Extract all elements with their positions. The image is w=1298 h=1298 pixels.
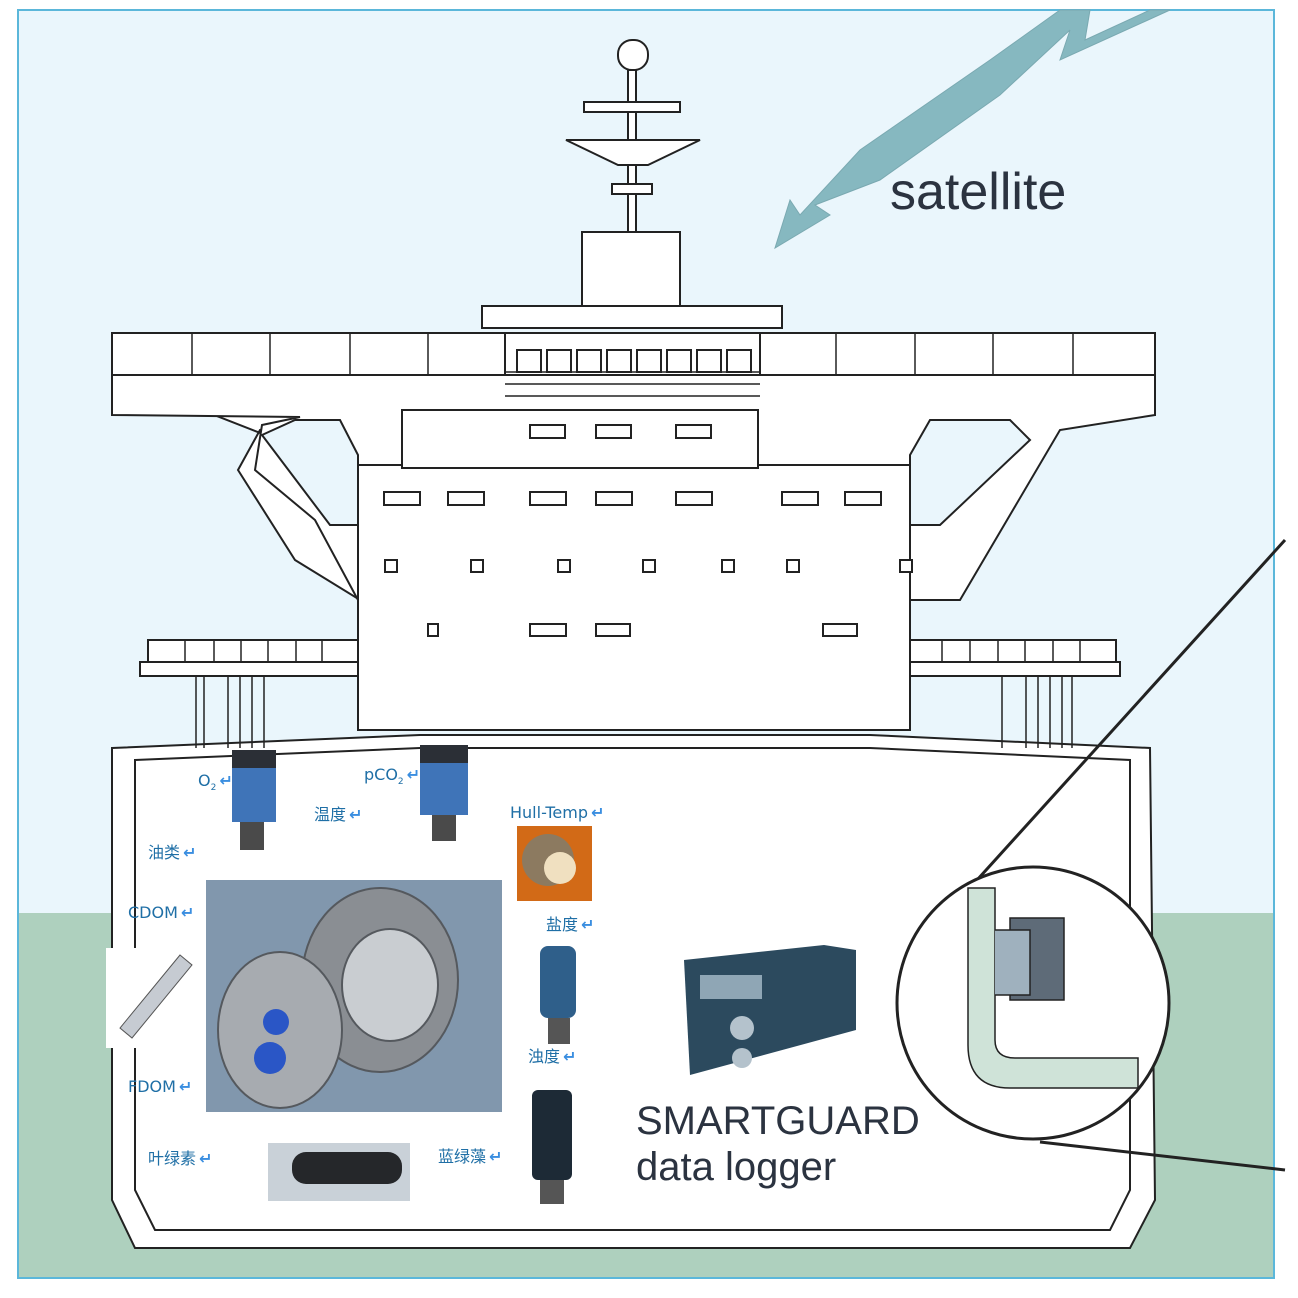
accommodation-block xyxy=(357,464,911,731)
outer-frame xyxy=(17,9,1275,1279)
magnifier-line-bottom xyxy=(1039,1140,1286,1172)
salinity-sensor xyxy=(540,946,576,1044)
return-arrow-icon: ↵ xyxy=(406,765,421,784)
left-platform xyxy=(147,639,359,663)
hull-temp-sensor-photo xyxy=(517,826,592,901)
multiparameter-sonde-render xyxy=(206,880,502,1112)
satellite-signal-arrow xyxy=(774,9,1171,250)
smartguard-logger-label: SMARTGUARD data logger xyxy=(636,1098,920,1190)
label-salinity: 盐度↵ xyxy=(546,915,595,934)
sensor-mount-detail xyxy=(995,929,1031,996)
logger-title: SMARTGUARD xyxy=(636,1099,920,1143)
return-arrow-icon: ↵ xyxy=(178,1077,193,1096)
satellite-label: satellite xyxy=(890,163,1067,221)
magnifier-circle xyxy=(895,865,1171,1141)
label-cdom: CDOM↵ xyxy=(128,903,195,922)
label-pco2: pCO2↵ xyxy=(364,765,421,788)
label-blue-green-algae: 蓝绿藻↵ xyxy=(438,1147,503,1166)
label-turbidity: 浊度↵ xyxy=(528,1047,577,1066)
mast-flag xyxy=(611,183,653,195)
right-platform-base xyxy=(909,661,1121,677)
logger-subtitle: data logger xyxy=(636,1145,837,1189)
magnifier-line-top xyxy=(966,538,1287,892)
return-arrow-icon: ↵ xyxy=(219,771,233,790)
return-arrow-icon: ↵ xyxy=(591,803,605,822)
return-arrow-icon: ↵ xyxy=(581,915,595,934)
left-platform-base xyxy=(139,661,359,677)
label-fdom: FDOM↵ xyxy=(128,1077,193,1096)
label-oil: 油类↵ xyxy=(148,843,197,862)
label-temperature: 温度↵ xyxy=(314,805,363,824)
return-arrow-icon: ↵ xyxy=(489,1147,503,1166)
return-arrow-icon: ↵ xyxy=(199,1149,213,1168)
mast-crossbar xyxy=(583,101,681,113)
bridge-roof xyxy=(481,305,783,329)
return-arrow-icon: ↵ xyxy=(563,1047,577,1066)
blue-green-algae-sensor xyxy=(532,1090,572,1204)
smartguard-logger-device xyxy=(684,945,856,1075)
label-chlorophyll: 叶绿素↵ xyxy=(148,1149,213,1168)
mast-dome xyxy=(617,39,649,71)
o2-sensor xyxy=(232,750,276,850)
pco2-sensor xyxy=(420,745,468,841)
return-arrow-icon: ↵ xyxy=(183,843,197,862)
left-cutout xyxy=(260,419,359,526)
return-arrow-icon: ↵ xyxy=(180,903,195,922)
return-arrow-icon: ↵ xyxy=(349,805,363,824)
mast-radar xyxy=(565,139,701,166)
right-platform xyxy=(909,639,1117,663)
hull-section-detail xyxy=(967,887,1139,1089)
chlorophyll-sensor-photo xyxy=(268,1143,410,1201)
label-hull-temp: Hull-Temp↵ xyxy=(510,803,605,822)
label-o2: O2↵ xyxy=(198,771,233,794)
cdom-sensor-photo xyxy=(106,948,193,1048)
